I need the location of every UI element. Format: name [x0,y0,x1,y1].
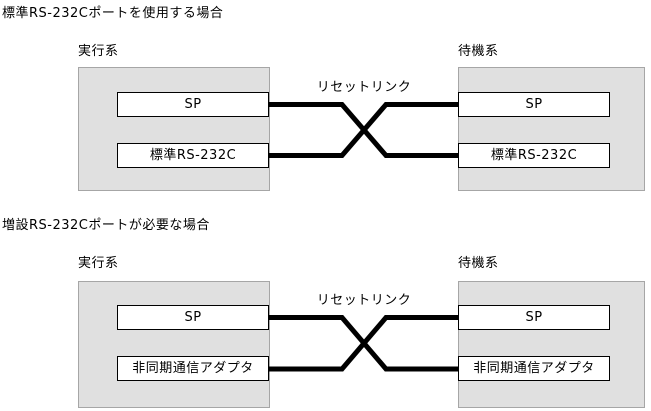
left-system-box [78,281,270,408]
reset-link-label: リセットリンク [316,293,412,308]
component-box-adapter-left: 非同期通信アダプタ [117,356,269,381]
component-box-sp-right: SP [458,92,610,117]
reset-link-line-top-b [269,102,458,158]
right-system-box [458,281,645,408]
reset-link-label: リセットリンク [316,80,412,95]
component-box-adapter-right: 非同期通信アダプタ [458,356,610,381]
component-box-port-right: 標準RS-232C [458,143,610,168]
reset-link-line-bottom-b [269,315,458,372]
left-system-label: 実行系 [78,256,119,271]
component-box-sp-left: SP [117,92,269,117]
right-system-box [458,67,645,191]
component-box-sp-left: SP [117,305,269,330]
component-box-port-left: 標準RS-232C [117,143,269,168]
right-system-label: 待機系 [458,44,499,59]
section-title: 増設RS-232Cポートが必要な場合 [2,218,210,233]
left-system-box [78,67,270,191]
section-title: 標準RS-232Cポートを使用する場合 [2,6,224,21]
right-system-label: 待機系 [458,256,499,271]
left-system-label: 実行系 [78,44,119,59]
component-box-sp-right: SP [458,305,610,330]
